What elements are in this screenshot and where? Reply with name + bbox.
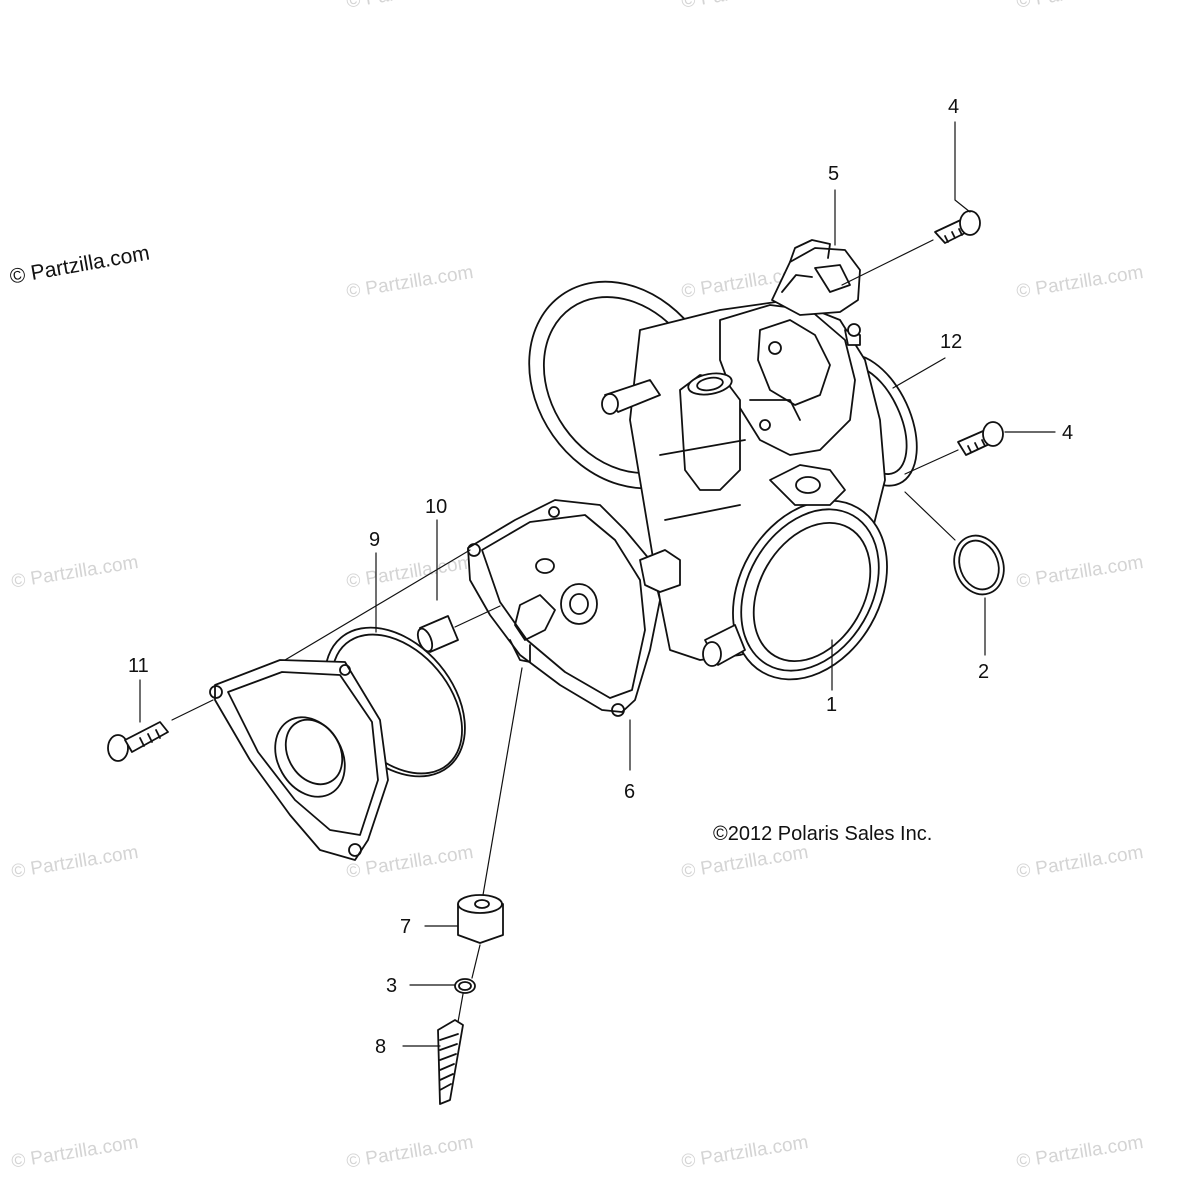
callout-1: 1 <box>826 694 838 716</box>
spacer-7 <box>457 894 504 944</box>
end-cap-plate <box>209 659 389 861</box>
callout-5: 5 <box>828 163 840 185</box>
screw-4-middle <box>957 421 1004 456</box>
screw-11 <box>107 721 169 762</box>
callout-11: 11 <box>128 655 149 677</box>
callout-2: 2 <box>978 661 990 683</box>
callout-4-upper: 4 <box>948 96 960 118</box>
o-ring-3 <box>454 978 476 994</box>
cover-housing <box>467 499 681 717</box>
o-ring-2 <box>953 534 1005 596</box>
callout-8: 8 <box>375 1036 387 1058</box>
callout-7: 7 <box>400 916 412 938</box>
callout-12: 12 <box>940 331 963 353</box>
throttle-position-sensor <box>771 239 861 316</box>
callout-3: 3 <box>386 975 398 997</box>
callout-9: 9 <box>369 529 381 551</box>
screw-4-upper <box>934 210 981 244</box>
plug-10 <box>416 615 459 653</box>
leader-lines <box>139 121 1056 1047</box>
callout-6: 6 <box>624 781 636 803</box>
callout-10: 10 <box>425 496 448 518</box>
callout-4-middle: 4 <box>1062 422 1074 444</box>
adjust-screw-8 <box>437 1019 464 1105</box>
polaris-copyright: ©2012 Polaris Sales Inc. <box>713 823 933 845</box>
